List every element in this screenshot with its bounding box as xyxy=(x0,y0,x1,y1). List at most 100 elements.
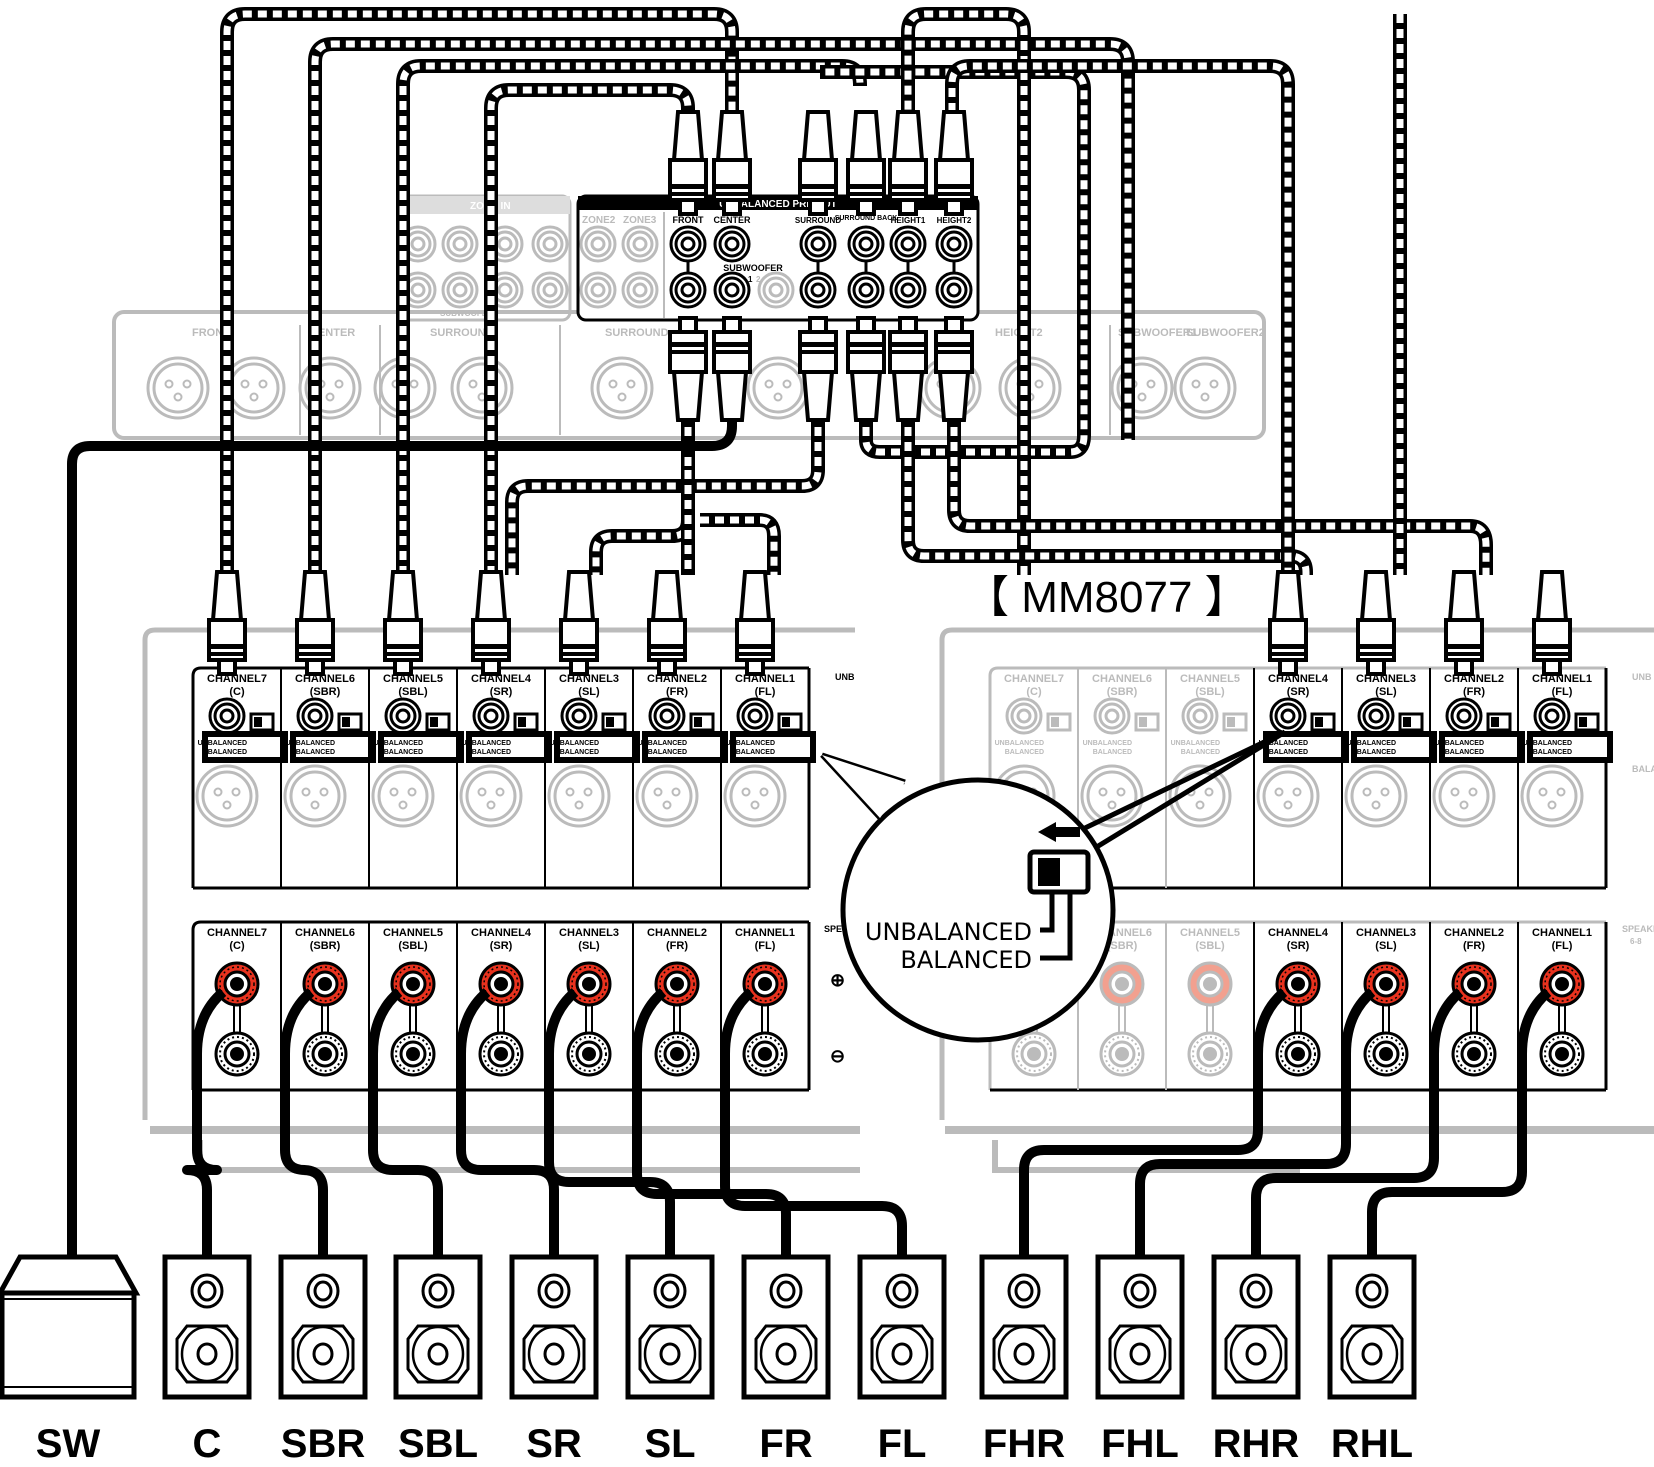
switch-unbalanced-label: UNBALANCED xyxy=(995,740,1044,747)
speaker-icon xyxy=(281,1257,365,1397)
speaker-label: FHR xyxy=(983,1422,1065,1466)
speaker-cable-right-5 xyxy=(1251,988,1464,1257)
preout-jack-bottom xyxy=(889,271,927,309)
rca-plug-amp-left xyxy=(647,570,687,676)
channel-sub-label: (SL) xyxy=(1375,686,1397,698)
preout-jack-bottom xyxy=(935,271,973,309)
rca-plug-top xyxy=(798,110,838,216)
rca-plug-top xyxy=(934,110,974,216)
right-amp-side-speaker: SPEAKE xyxy=(1622,924,1654,934)
negative-terminal xyxy=(390,1031,436,1077)
rca-plug-amp-left xyxy=(383,570,423,676)
preout-jack-bottom xyxy=(847,271,885,309)
subwoofer-jack-1 xyxy=(713,271,751,309)
speaker-icon xyxy=(982,1257,1066,1397)
switch-lever xyxy=(606,717,614,727)
speaker-channel-label: CHANNEL3 xyxy=(559,927,619,939)
cable-fl xyxy=(700,516,778,575)
channel-label: CHANNEL2 xyxy=(647,673,707,685)
preout-subwoofer-label: SUBWOOFER xyxy=(723,263,783,273)
channel-input-jack xyxy=(1269,697,1307,735)
negative-terminal xyxy=(566,1031,612,1077)
speaker-cable-left-0 xyxy=(182,988,227,1257)
switch-balanced-label: BALANCED xyxy=(1093,749,1132,756)
switch-lever xyxy=(1227,717,1235,727)
speaker-label: RHL xyxy=(1331,1422,1413,1466)
preout-header: UNBALANCED PRE OUT xyxy=(719,199,837,210)
channel-sub-label: (SBL) xyxy=(1195,686,1225,698)
speaker-channel-sub: (SL) xyxy=(578,940,600,952)
switch-balanced-label: BALANCED xyxy=(208,749,247,756)
speaker-channel-label: CHANNEL4 xyxy=(1268,927,1329,939)
switch-unbalanced-label: UNBALANCED xyxy=(286,740,335,747)
rca-plug-amp-left xyxy=(559,570,599,676)
rca-plug-amp-right xyxy=(1268,570,1308,676)
preout-jack-bottom xyxy=(669,271,707,309)
channel-sub-label: (C) xyxy=(229,686,245,698)
switch-bracket xyxy=(730,731,816,763)
channel-xlr-jack xyxy=(723,764,787,828)
zone-jack xyxy=(579,225,617,263)
rca-plug-amp-right xyxy=(1356,570,1396,676)
speaker-label: SL xyxy=(644,1422,695,1466)
faded-subwoofer-label: SUBWOOFER xyxy=(440,309,493,318)
speaker-channel-sub: (C) xyxy=(229,940,245,952)
channel-sub-label: (SL) xyxy=(578,686,600,698)
rca-plug-amp-left xyxy=(735,570,775,676)
switch-lever xyxy=(1315,717,1323,727)
rca-plug-bottom xyxy=(846,316,886,422)
channel-xlr-jack xyxy=(547,764,611,828)
speaker-channel-label: CHANNEL6 xyxy=(295,927,355,939)
preout-jack-top xyxy=(889,225,927,263)
subwoofer-jack-2 xyxy=(757,271,795,309)
switch-balanced-label: BALANCED xyxy=(1445,749,1484,756)
rca-plug-bottom xyxy=(668,316,708,422)
xlr-label-surround: SURROUND xyxy=(430,327,494,339)
zone3-label: ZONE3 xyxy=(623,215,657,226)
switch-balanced-label: BALANCED xyxy=(1269,749,1308,756)
switch-balanced-label: BALANCED xyxy=(1533,749,1572,756)
preout-jack-top xyxy=(669,225,707,263)
speaker-channel-sub: (SR) xyxy=(1287,940,1310,952)
positive-terminal xyxy=(1187,961,1233,1007)
switch-lever xyxy=(430,717,438,727)
xlr-jack-faded xyxy=(450,356,514,420)
speaker-channel-sub: (SBL) xyxy=(398,940,428,952)
speaker-channel-label: CHANNEL2 xyxy=(647,927,707,939)
zone2-label: ZONE2 xyxy=(582,215,616,226)
negative-terminal xyxy=(1187,1031,1233,1077)
speaker-channel-sub: (SR) xyxy=(490,940,513,952)
cable-height2-out xyxy=(947,352,1493,575)
model-label: 【 MM8077 】 xyxy=(965,573,1249,622)
channel-label: CHANNEL1 xyxy=(735,673,795,685)
switch-balanced-label: BALANCED xyxy=(648,749,687,756)
speaker-cable-left-2 xyxy=(368,988,443,1257)
right-amp-side-bal: BALA xyxy=(1632,764,1654,774)
speaker-channel-sub: (SBL) xyxy=(1195,940,1225,952)
switch-lever xyxy=(1051,717,1059,727)
channel-input-jack xyxy=(1093,697,1131,735)
speaker-label: SW xyxy=(36,1422,101,1466)
speaker-channel-sub: (SBR) xyxy=(310,940,341,952)
plus-icon: ⊕ xyxy=(830,970,845,990)
speaker-label: SBL xyxy=(398,1422,478,1466)
speaker-channel-label: CHANNEL2 xyxy=(1444,927,1504,939)
channel-xlr-jack xyxy=(371,764,435,828)
switch-balanced-label: BALANCED xyxy=(1357,749,1396,756)
channel-sub-label: (SBL) xyxy=(398,686,428,698)
rca-plug-amp-right xyxy=(1532,570,1572,676)
rca-jack-faded xyxy=(531,271,569,309)
channel-input-jack xyxy=(560,697,598,735)
rca-plug-bottom xyxy=(798,316,838,422)
channel-sub-label: (FR) xyxy=(666,686,688,698)
rca-jack-faded xyxy=(441,225,479,263)
rca-plug-amp-left xyxy=(207,570,247,676)
speaker-sbl: SBL xyxy=(396,1257,480,1466)
channel-label: CHANNEL3 xyxy=(559,673,619,685)
speaker-channel-label: CHANNEL7 xyxy=(207,927,267,939)
speaker-label: RHR xyxy=(1213,1422,1300,1466)
speaker-fhl: FHL xyxy=(1098,1257,1182,1466)
channel-label: CHANNEL7 xyxy=(207,673,267,685)
switch-lever xyxy=(1403,717,1411,727)
